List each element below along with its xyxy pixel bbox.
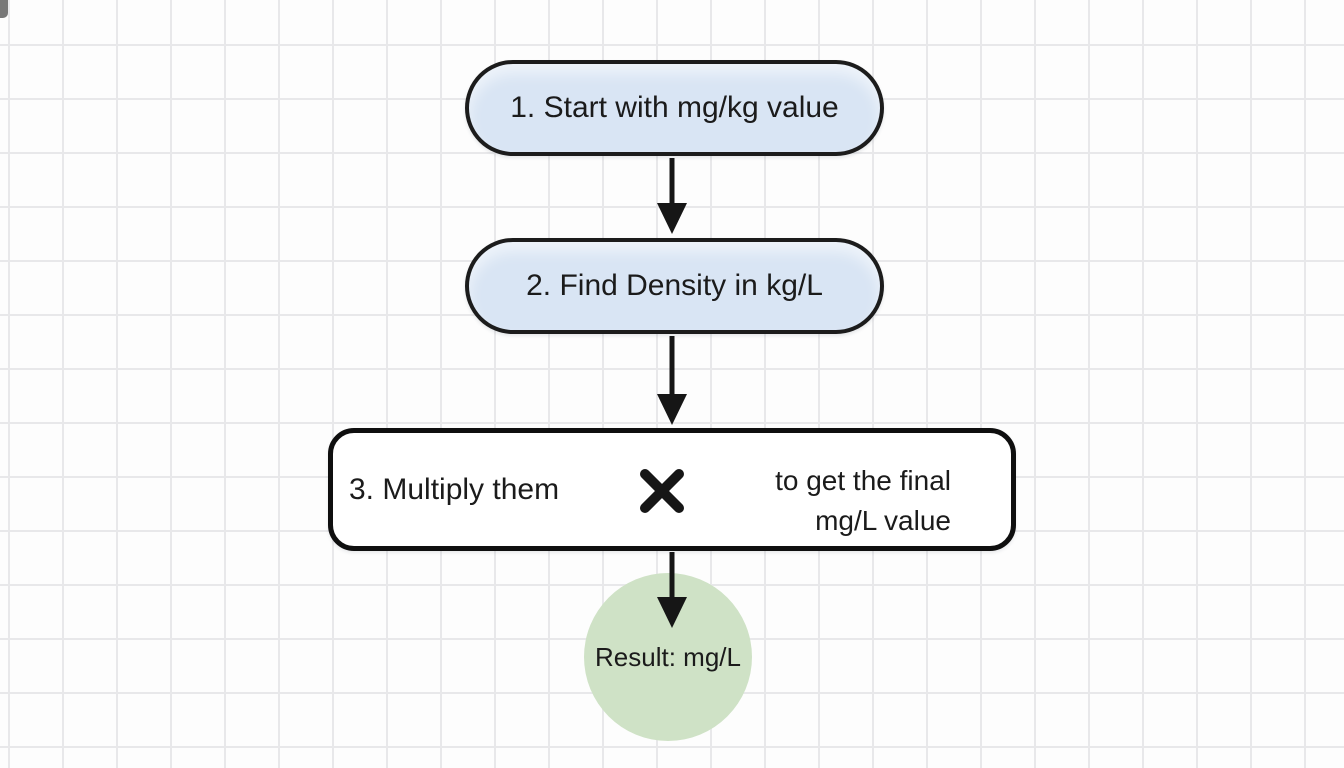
arrow-down-icon-2 xyxy=(657,336,687,425)
arrow-down-icon-1 xyxy=(657,158,687,234)
corner-artifact xyxy=(0,0,8,18)
node-result: Result: mg/L xyxy=(584,573,752,741)
node-result-label: Result: mg/L xyxy=(595,641,741,672)
node-step-3-label-right: to get the final mg/L value xyxy=(775,461,951,541)
node-step-2-label: 2. Find Density in kg/L xyxy=(526,269,823,302)
node-step-3-label-right-line1: to get the final xyxy=(775,465,951,496)
node-step-1: 1. Start with mg/kg value xyxy=(465,60,884,156)
node-step-1-label: 1. Start with mg/kg value xyxy=(510,91,839,124)
node-step-3: 3. Multiply them to get the final mg/L v… xyxy=(328,428,1016,551)
multiply-icon xyxy=(640,469,684,513)
node-step-3-label-left: 3. Multiply them xyxy=(349,472,560,506)
node-step-2: 2. Find Density in kg/L xyxy=(465,238,884,334)
node-step-3-label-right-line2: mg/L value xyxy=(815,505,951,536)
